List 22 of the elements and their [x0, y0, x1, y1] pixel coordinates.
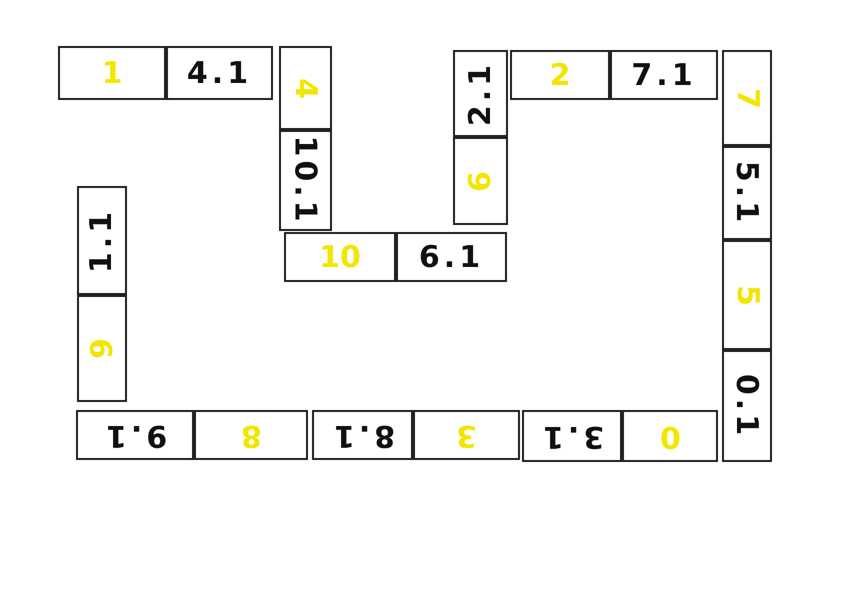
- domino-half: 1.1: [77, 186, 127, 295]
- domino-half: 2: [510, 50, 610, 100]
- domino-half: 7.1: [610, 50, 718, 100]
- domino-half: 8.1: [312, 410, 413, 460]
- domino-half: 6: [453, 137, 508, 225]
- domino-half: 5: [722, 240, 772, 350]
- domino-half: 7: [722, 50, 772, 146]
- domino-half: 10: [284, 232, 396, 282]
- domino-half: 5.1: [722, 146, 772, 240]
- domino-half: 1: [58, 46, 166, 100]
- domino-half: 2.1: [453, 50, 508, 137]
- domino-half: 0: [622, 410, 718, 462]
- domino-half: 10.1: [279, 130, 332, 231]
- domino-half: 8: [194, 410, 308, 460]
- domino-half: 3.1: [522, 410, 622, 462]
- domino-half: 0.1: [722, 350, 772, 462]
- domino-half: 3: [413, 410, 520, 460]
- domino-half: 6.1: [396, 232, 507, 282]
- domino-half: 9.1: [76, 410, 194, 460]
- domino-half: 4: [279, 46, 332, 130]
- domino-half: 9: [77, 295, 127, 402]
- domino-half: 4.1: [166, 46, 273, 100]
